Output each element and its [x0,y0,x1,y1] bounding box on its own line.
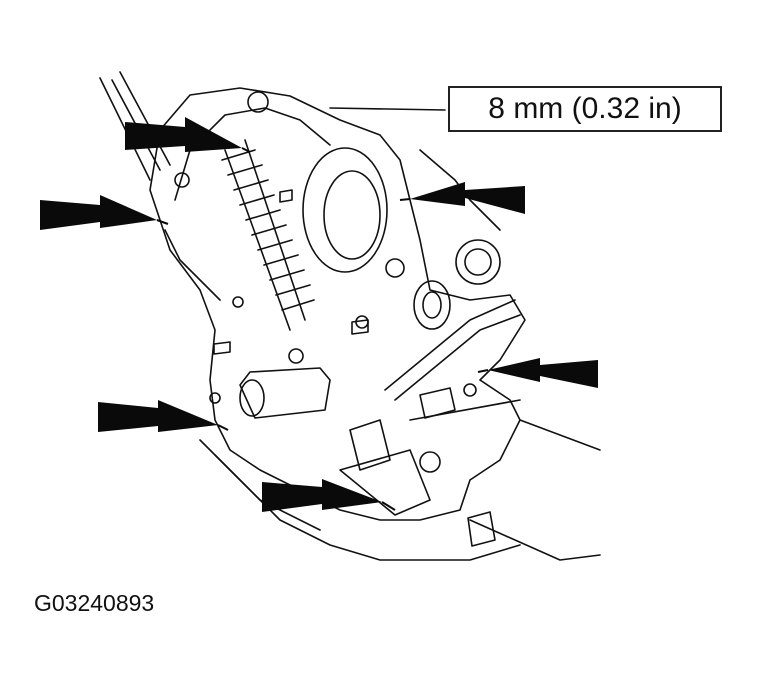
measurement-callout-text: 8 mm (0.32 in) [488,92,682,125]
arrow-bottom [262,479,396,512]
arrow-right [477,358,598,388]
arrow-left [40,195,169,230]
arrow-lower-left [98,400,229,432]
arrow-upper-left [125,117,251,153]
measurement-callout: 8 mm (0.32 in) [448,86,722,132]
figure-id-label: G03240893 [34,590,155,616]
arrows [40,117,598,512]
arrow-upper-right [399,182,525,214]
